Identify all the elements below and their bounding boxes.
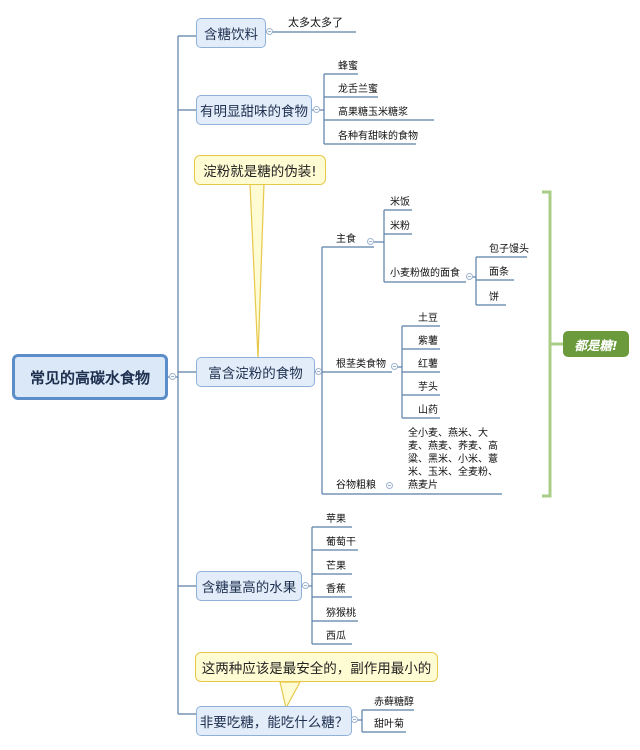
leaf-sweet-hfcs[interactable]: 高果糖玉米糖浆	[338, 107, 408, 118]
leaf-erythritol[interactable]: 赤藓糖醇	[374, 697, 414, 708]
leaf-banana[interactable]: 香蕉	[326, 584, 346, 595]
leaf-noodles[interactable]: 面条	[489, 267, 509, 278]
collapse-toggle[interactable]	[391, 363, 398, 370]
collapse-toggle[interactable]	[466, 273, 473, 280]
collapse-toggle[interactable]	[386, 482, 393, 489]
leaf-apple[interactable]: 苹果	[326, 514, 346, 525]
leaf-chinese-yam[interactable]: 山药	[418, 405, 438, 416]
leaf-potato[interactable]: 土豆	[418, 313, 438, 324]
leaf-flatbread[interactable]: 饼	[489, 292, 499, 303]
subtopic-grains[interactable]: 谷物粗粮	[336, 480, 376, 491]
collapse-toggle[interactable]	[315, 368, 322, 375]
subtopic-wheat-flour[interactable]: 小麦粉做的面食	[390, 268, 460, 279]
leaf-steamed-buns[interactable]: 包子馒头	[489, 244, 529, 255]
subtopic-staple[interactable]: 主食	[336, 234, 356, 245]
leaf-sweet-honey[interactable]: 蜂蜜	[338, 61, 358, 72]
collapse-toggle[interactable]	[313, 106, 320, 113]
collapse-toggle[interactable]	[302, 582, 309, 589]
leaf-watermelon[interactable]: 西瓜	[326, 631, 346, 642]
topic-fruits[interactable]: 含糖量高的水果	[196, 571, 302, 601]
leaf-taro[interactable]: 芋头	[418, 382, 438, 393]
collapse-toggle[interactable]	[169, 373, 176, 380]
collapse-toggle[interactable]	[351, 716, 358, 723]
leaf-grains-list[interactable]: 全小麦、燕米、大麦、燕麦、荞麦、高粱、黑米、小米、薏米、玉米、全麦粉、燕麦片	[408, 428, 498, 491]
leaf-sweet-potato[interactable]: 红薯	[418, 359, 438, 370]
leaf-kiwi[interactable]: 猕猴桃	[326, 608, 356, 619]
topic-starch[interactable]: 富含淀粉的食物	[196, 357, 315, 387]
leaf-raisin[interactable]: 葡萄干	[326, 537, 356, 548]
leaf-sweet-other[interactable]: 各种有甜味的食物	[338, 131, 418, 142]
topic-sweet-foods[interactable]: 有明显甜味的食物	[196, 95, 312, 125]
subtopic-tubers[interactable]: 根茎类食物	[336, 359, 386, 370]
topic-sugary-drinks[interactable]: 含糖饮料	[196, 18, 266, 48]
collapse-toggle[interactable]	[367, 238, 374, 245]
summary-label[interactable]: 都是糖!	[563, 331, 629, 357]
collapse-toggle[interactable]	[266, 28, 273, 35]
leaf-rice[interactable]: 米饭	[390, 197, 410, 208]
topic-sweeteners[interactable]: 非要吃糖，能吃什么糖？	[196, 706, 352, 736]
callout-starch[interactable]: 淀粉就是糖的伪装!	[194, 155, 326, 185]
leaf-rice-noodle[interactable]: 米粉	[390, 221, 410, 232]
leaf-purple-yam[interactable]: 紫薯	[418, 336, 438, 347]
root-topic[interactable]: 常见的高碳水食物	[12, 354, 168, 400]
leaf-sweet-agave[interactable]: 龙舌兰蜜	[338, 84, 378, 95]
callout-safe-sweeteners[interactable]: 这两种应该是最安全的，副作用最小的	[195, 652, 438, 682]
leaf-mango[interactable]: 芒果	[326, 561, 346, 572]
leaf-stevia[interactable]: 甜叶菊	[374, 719, 404, 730]
note-sugary-drinks[interactable]: 太多太多了	[288, 16, 343, 29]
